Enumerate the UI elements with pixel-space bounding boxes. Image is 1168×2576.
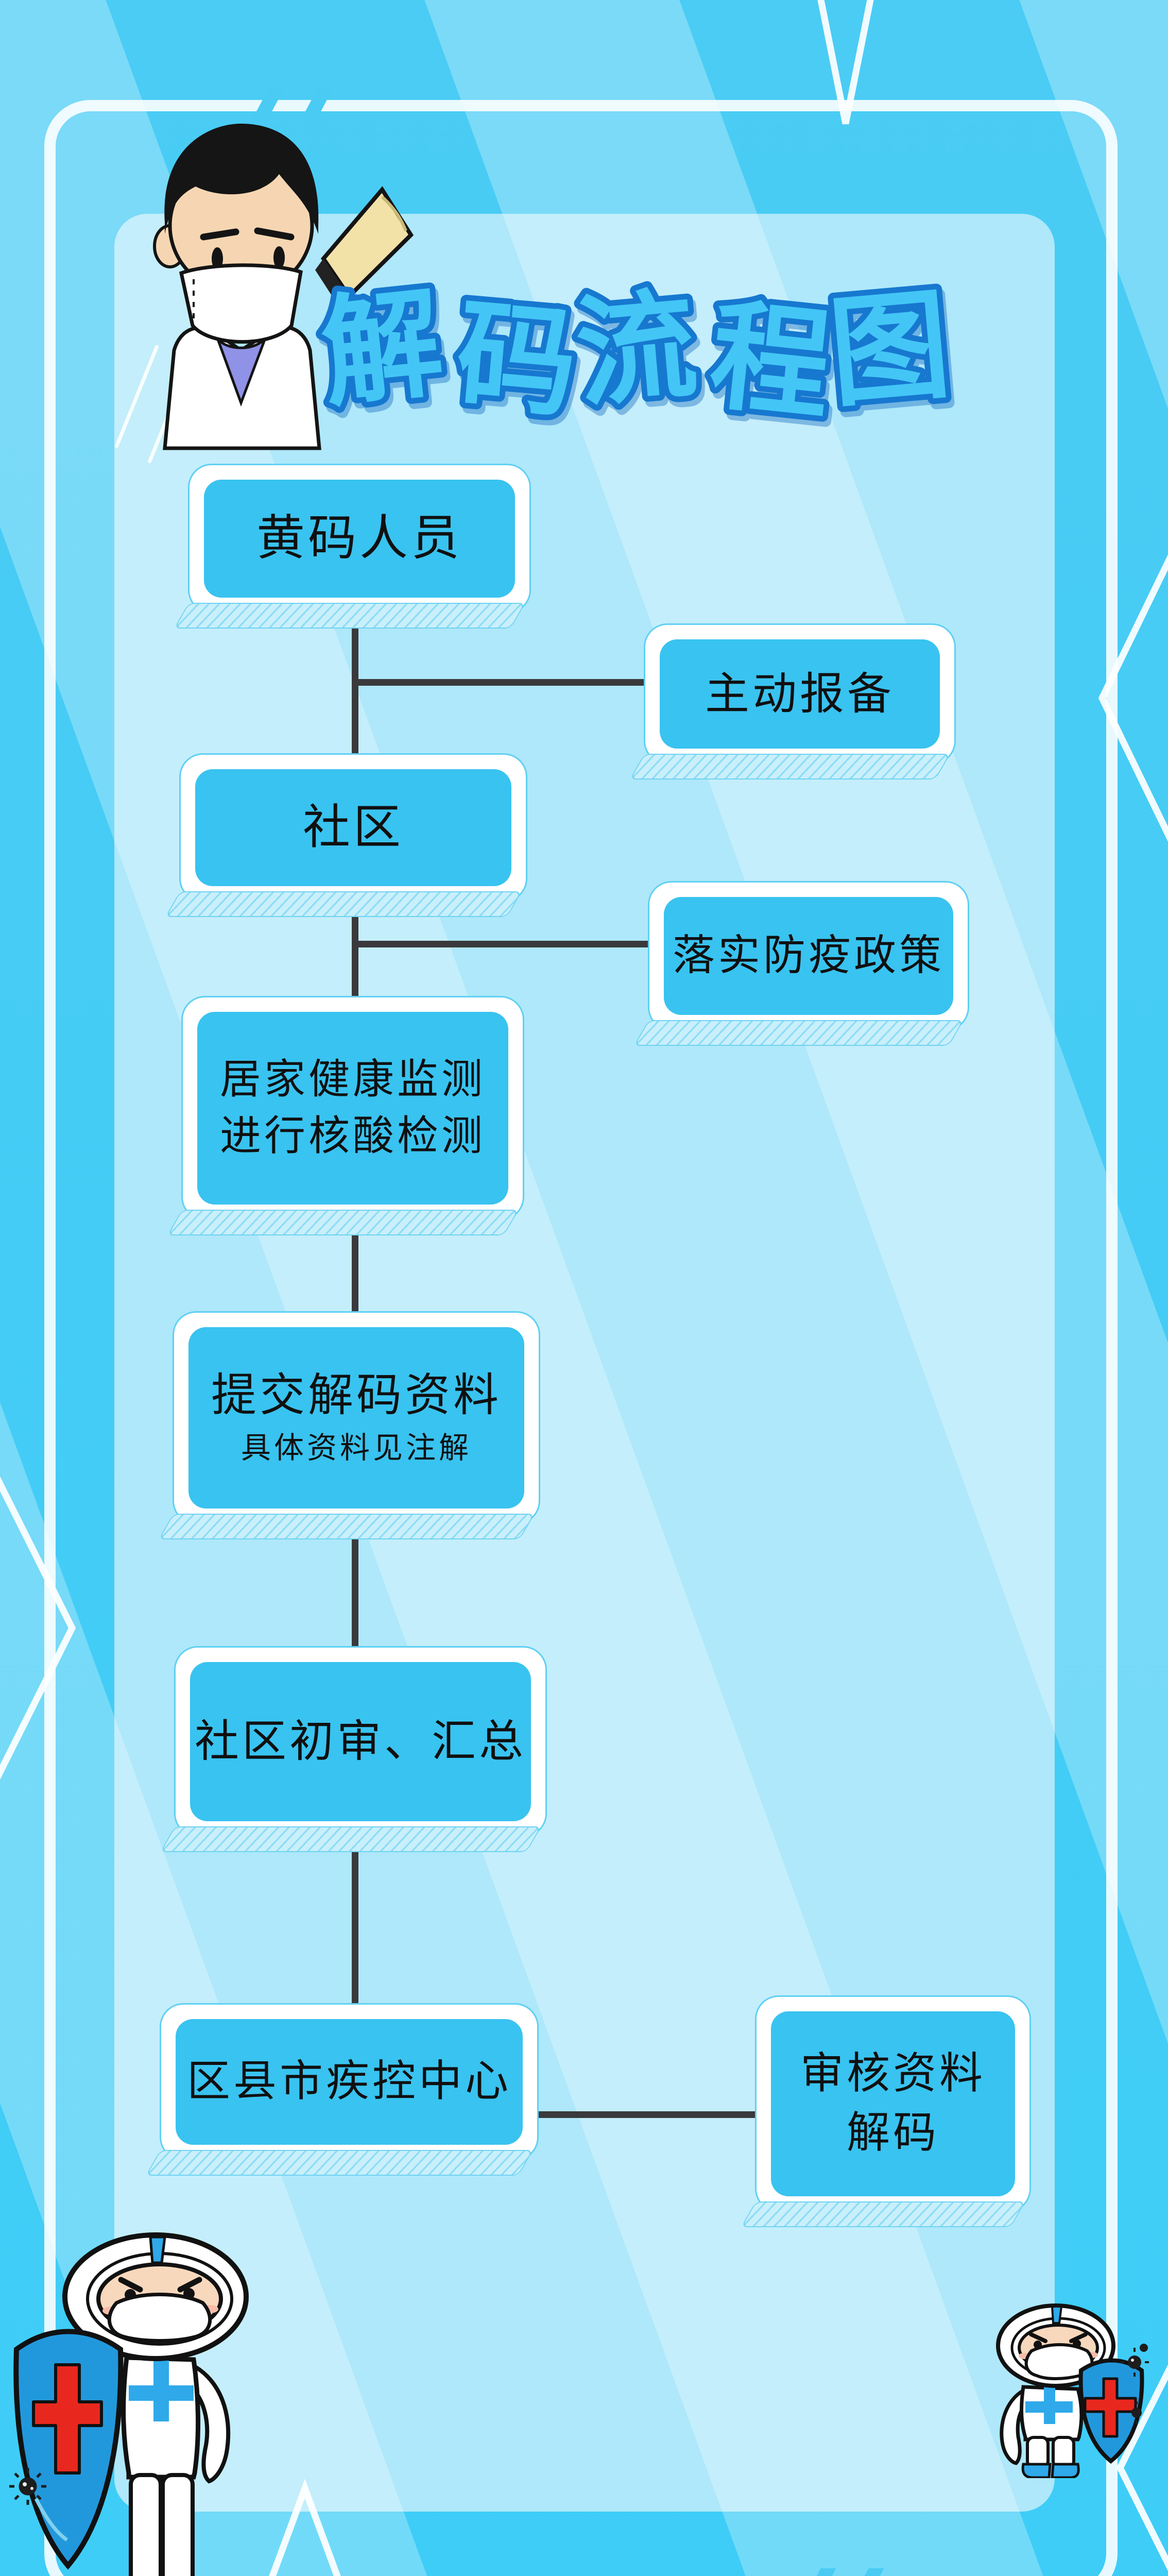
megaphone-icon (315, 186, 414, 341)
flow-node-inner: 区县市疾控中心 (176, 2019, 523, 2145)
flow-connector (352, 1519, 358, 1650)
flow-node-inner: 主动报备 (660, 639, 940, 749)
flow-node-label: 进行核酸检测 (220, 1114, 486, 1159)
eyebrow (1029, 2332, 1047, 2343)
flow-node-label: 主动报备 (705, 669, 895, 719)
medic-head (996, 2303, 1115, 2388)
flow-connector (535, 2111, 758, 2118)
flow-connector (352, 1229, 358, 1315)
flow-node-label: 黄码人员 (256, 512, 462, 566)
face-mask-icon (107, 2293, 212, 2343)
flow-node-implement-policy: 落实防疫政策 (648, 881, 969, 1031)
page-title-art: 解码流程图 (310, 266, 962, 443)
flow-node-label: 审核资料 (800, 2049, 986, 2098)
flow-node-community: 社区 (179, 753, 527, 902)
flow-node-label: 落实防疫政策 (672, 932, 944, 979)
doctor-head (153, 124, 319, 344)
flow-node-label: 区县市疾控中心 (186, 2057, 511, 2106)
flow-node-label: 解码 (846, 2109, 939, 2157)
flow-node-inner: 黄码人员 (204, 480, 515, 598)
flow-node-self-report: 主动报备 (644, 623, 956, 765)
flow-connector (352, 1851, 358, 2006)
medic-shield-right-illustration (996, 2303, 1149, 2478)
flow-node-audit-decode: 审核资料 解码 (755, 1995, 1031, 2212)
shoe (1021, 2463, 1052, 2478)
doctor-body (163, 325, 321, 450)
flow-node-community-review: 社区初审、汇总 (174, 1646, 547, 1837)
flow-node-label: 居家健康监测 (220, 1057, 486, 1103)
flow-node-submit-materials: 提交解码资料 具体资料见注解 (173, 1311, 540, 1524)
medic-body (121, 2355, 231, 2576)
flow-node-inner: 审核资料 解码 (771, 2011, 1015, 2196)
doctor-megaphone-illustration (153, 124, 414, 450)
flow-node-label: 社区 (302, 801, 404, 854)
eyebrow (177, 2277, 202, 2293)
flow-node-inner: 社区初审、汇总 (190, 1662, 531, 1821)
flow-node-inner: 社区 (195, 769, 511, 886)
shield-cross-icon (13, 2329, 124, 2570)
face-mask-icon (179, 263, 303, 344)
flow-connector (352, 605, 358, 757)
eye (273, 246, 285, 269)
medic-shield-left-illustration (9, 2232, 249, 2576)
flow-node-home-monitoring: 居家健康监测 进行核酸检测 (181, 996, 524, 1221)
hair (164, 124, 319, 234)
virus-icon (9, 2468, 46, 2505)
flow-node-inner: 提交解码资料 具体资料见注解 (188, 1327, 524, 1509)
flow-node-label: 社区初审、汇总 (195, 1717, 526, 1767)
flow-node-inner: 居家健康监测 进行核酸检测 (197, 1012, 508, 1205)
medic-head (62, 2232, 249, 2361)
shoe (1051, 2463, 1080, 2478)
flow-node-cdc-center: 区县市疾控中心 (160, 2003, 539, 2161)
flow-node-note: 具体资料见注解 (241, 1431, 472, 1465)
page-title: 解码流程图 (315, 272, 962, 437)
flow-node-yellow-code-personnel: 黄码人员 (188, 464, 531, 614)
medic-body (1000, 2385, 1084, 2478)
flow-connector (352, 895, 358, 1001)
flow-node-label: 提交解码资料 (211, 1371, 502, 1421)
flow-connector (355, 679, 647, 686)
eyebrow (1069, 2332, 1088, 2343)
eyebrow (118, 2277, 143, 2293)
flow-connector (355, 941, 651, 947)
flow-node-inner: 落实防疫政策 (664, 897, 953, 1015)
eyebrow (200, 228, 239, 241)
eyebrow (254, 227, 295, 241)
